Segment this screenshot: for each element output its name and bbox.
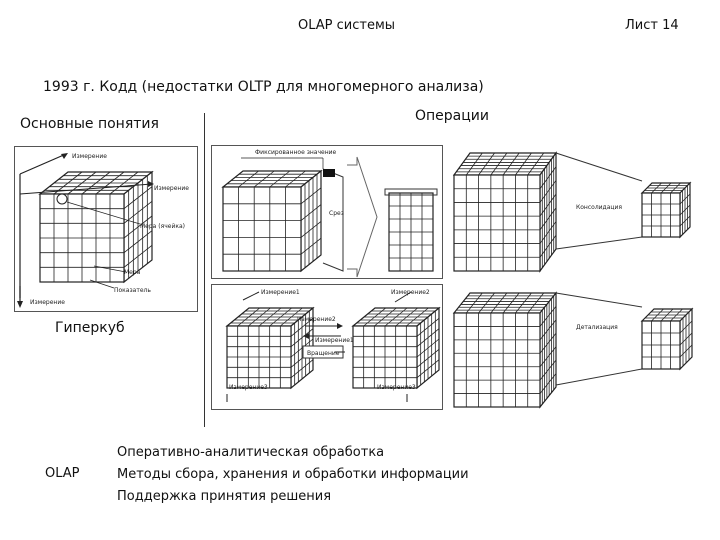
rotation-dim2-a: Измерение2 [391,289,430,296]
cube-gridline [285,170,306,188]
olap-description-2: Методы сбора, хранения и обработки инфор… [117,467,469,482]
cube-drawing [452,291,558,409]
cube-side-face [300,169,322,273]
cube-gridline [465,292,483,314]
cube-gridline [300,237,322,255]
operations-heading: Операции [415,108,489,124]
hypercube-axis-top: Измерение [72,153,107,160]
cube-gridline [679,215,691,227]
cube-drawing [351,306,441,390]
hypercube-cell-label: Мера (ячейка) [140,223,185,230]
olap-description-3: Поддержка принятия решения [117,489,332,504]
cube-gridline [253,170,275,188]
hypercube-axis-right: Измерение [154,185,189,192]
cube-drawing [640,307,694,371]
rotation-dim1-b: Измерение1 [315,337,354,344]
cube-gridline [515,152,532,176]
rotation-dim3-b: Измерение3 [377,384,416,391]
slice-fixed-label: Фиксированное значение [255,149,337,156]
cube-gridline [280,307,303,327]
cube-gridline [539,373,557,394]
cube-gridline [290,359,314,378]
cube-drawing [640,181,692,239]
cube-gridline [502,292,520,314]
olap-description-1: Оперативно-аналитическая обработка [117,445,385,460]
cube-gridline [300,221,322,238]
cube-gridline [238,170,259,188]
cube-gridline [465,152,483,176]
cube-gridline [300,204,322,221]
cube-drawing [225,306,315,390]
topic-line: 1993 г. Кодд (недостатки OLTP для многом… [43,79,484,95]
consolidation-figure: Консолидация [452,151,692,273]
cube-gridline [490,292,508,314]
rotation-dim2-b: Измерение2 [297,316,336,323]
cube-drawing [221,169,323,273]
consolidation-label: Консолидация [576,204,622,211]
rotation-figure: Измерение1 Измерение2 Измерение2 Измерен… [211,284,443,410]
cube-gridline [670,308,683,322]
cube-gridline [660,182,672,194]
cube-face [453,312,541,408]
vertical-divider [204,113,205,427]
cube-gridline [527,292,545,314]
cube-gridline [109,171,139,195]
slice-grid [388,192,434,272]
slice-label: Срез [329,210,344,217]
hypercube-figure: Измерение Измерение Мера (ячейка) Мера П… [14,146,198,312]
cube-gridline [416,359,440,378]
slide-title: OLAP системы [298,18,396,33]
basic-concepts-heading: Основные понятия [20,116,159,132]
drilldown-figure: Детализация [452,291,694,409]
cube-face [453,174,541,272]
cube-gridline [670,182,681,194]
cube-gridline [679,344,693,358]
cube-gridline [478,152,495,176]
drilldown-label: Детализация [576,324,618,331]
hypercube-caption: Гиперкуб [55,320,125,336]
sheet-number: Лист 14 [625,18,679,33]
hypercube-measure-label: Мера [124,269,141,276]
rotation-rotate-label: Вращение [307,350,340,357]
cube-gridline [515,292,532,314]
cube-gridline [679,204,691,216]
cube-gridline [502,152,520,176]
olap-term: OLAP [45,466,80,481]
rotation-dim1-a: Измерение1 [261,289,300,296]
cube-gridline [679,332,693,346]
slice-figure: Фиксированное значение Срез [211,145,443,279]
cube-gridline [527,152,545,176]
cube-gridline [660,308,674,322]
rotation-dim3-a: Измерение3 [229,384,268,391]
hypercube-axis-bottom: Измерение [30,299,65,306]
cube-drawing [452,151,558,273]
cube-gridline [123,245,153,268]
cube-face [222,186,302,272]
cube-gridline [478,292,495,314]
cube-gridline [300,187,322,205]
cube-gridline [490,152,508,176]
cube-gridline [269,170,291,188]
cube-gridline [406,307,429,327]
hypercube-indicator-label: Показатель [114,287,151,294]
cube-drawing [38,170,154,284]
cube-gridline [539,235,557,258]
